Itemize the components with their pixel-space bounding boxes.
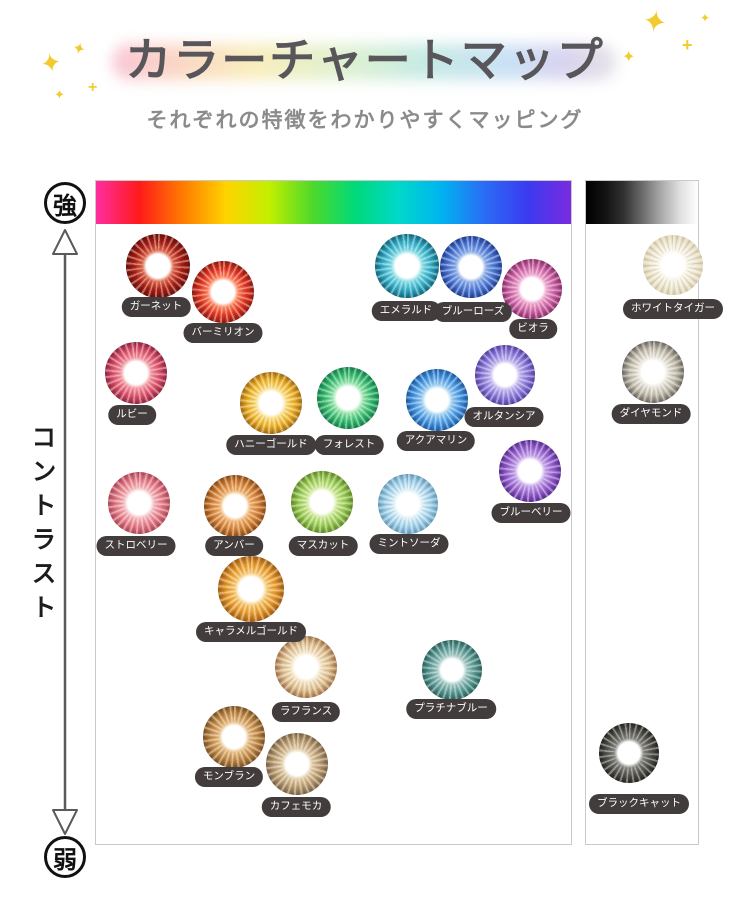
lens-la-france-icon xyxy=(275,636,337,698)
lens-cafe-mocha-icon xyxy=(266,733,328,795)
lens-caramel-gold-label: キャラメルゴールド xyxy=(196,622,306,642)
lens-mont-blanc-icon xyxy=(203,706,265,768)
plus-sparkle-icon: + xyxy=(682,35,693,55)
lens-muscat-icon xyxy=(291,471,353,533)
lens-viola-label: ビオラ xyxy=(509,319,557,339)
page-subtitle: それぞれの特徴をわかりやすくマッピング xyxy=(146,109,584,132)
axis-weak-badge: 弱 xyxy=(44,836,86,878)
contrast-axis-label: コントラスト xyxy=(28,424,56,628)
lens-platinum-blue-label: プラチナブルー xyxy=(406,699,496,719)
grayscale-panel-body: ホワイトタイガーダイヤモンドブラックキャット xyxy=(586,181,723,844)
lens-honey-gold-label: ハニーゴールド xyxy=(226,435,316,455)
page-title: カラーチャートマップ xyxy=(125,34,605,86)
lens-caramel-gold-icon xyxy=(218,556,284,622)
hue-gradient-bar xyxy=(96,181,571,224)
lens-white-tiger-icon xyxy=(643,235,703,295)
lens-amber-icon xyxy=(204,475,266,537)
lens-white-tiger-label: ホワイトタイガー xyxy=(623,299,723,319)
lens-hortensia-icon xyxy=(475,345,535,405)
lens-blueberry-icon xyxy=(499,440,561,502)
lens-cafe-mocha-label: カフェモカ xyxy=(261,797,331,817)
lens-mint-soda-label: ミントソーダ xyxy=(369,534,449,554)
lens-honey-gold-icon xyxy=(240,372,302,434)
hue-chart-panel: ガーネットバーミリオン エメラルドブルーローズビオラルビーハニーゴールドフォレスト… xyxy=(95,180,572,845)
sparkle-icon: ✦ xyxy=(622,49,636,66)
lens-garnet-icon xyxy=(126,234,190,298)
grayscale-chart-panel: ホワイトタイガーダイヤモンドブラックキャット xyxy=(585,180,723,845)
lens-blue-rose-label: ブルーローズ xyxy=(433,302,513,322)
lens-ruby-icon xyxy=(105,342,167,404)
lens-forest-icon xyxy=(317,367,379,429)
grayscale-gradient-bar xyxy=(586,181,698,224)
sparkle-icon: ✦ xyxy=(54,87,65,102)
lens-aquamarine-icon xyxy=(406,369,468,431)
axis-strong-badge: 強 xyxy=(44,182,86,224)
lens-platinum-blue-icon xyxy=(422,640,482,700)
lens-garnet-label: ガーネット xyxy=(121,297,191,317)
contrast-arrow-icon xyxy=(52,229,78,835)
plus-sparkle-icon: + xyxy=(88,79,98,96)
title-highlight xyxy=(112,44,617,80)
hue-panel-body: ガーネットバーミリオン エメラルドブルーローズビオラルビーハニーゴールドフォレスト… xyxy=(96,181,571,844)
lens-mont-blanc-label: モンブラン xyxy=(194,767,264,787)
lens-amber-label: アンバー xyxy=(205,536,263,556)
lens-strawberry-label: ストロベリー xyxy=(96,536,176,556)
lens-blueberry-label: ブルーベリー xyxy=(491,503,571,523)
lens-strawberry-icon xyxy=(108,472,170,534)
lens-hortensia-label: オルタンシア xyxy=(464,407,544,427)
lens-emerald-label: エメラルド xyxy=(371,301,441,321)
lens-black-cat-label: ブラックキャット xyxy=(589,794,689,814)
lens-mint-soda-icon xyxy=(378,474,438,534)
lens-black-cat-icon xyxy=(599,723,659,783)
lens-la-france-label: ラフランス xyxy=(271,702,341,722)
lens-vermilion-icon xyxy=(192,261,254,323)
lens-diamond-icon xyxy=(622,341,684,403)
lens-aquamarine-label: アクアマリン xyxy=(396,431,476,451)
sparkle-icon: ✦ xyxy=(700,11,711,25)
lens-muscat-label: マスカット xyxy=(288,536,358,556)
lens-viola-icon xyxy=(502,259,562,319)
lens-emerald-icon xyxy=(375,234,439,298)
lens-ruby-label: ルビー xyxy=(108,405,156,425)
lens-forest-label: フォレスト xyxy=(314,435,384,455)
lens-vermilion-label: バーミリオン xyxy=(183,323,263,343)
lens-diamond-label: ダイヤモンド xyxy=(611,404,691,424)
lens-blue-rose-icon xyxy=(440,236,502,298)
